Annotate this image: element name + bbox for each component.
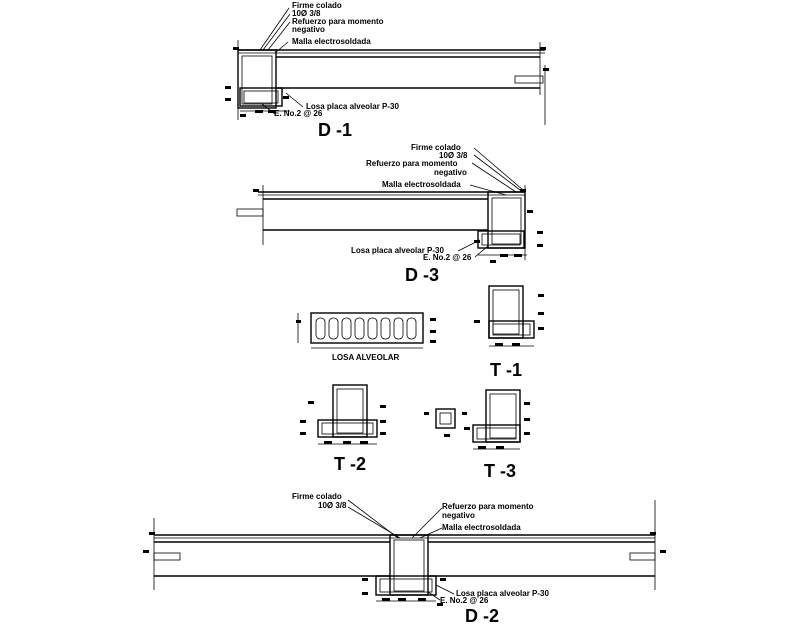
detail-losa-alveolar: LOSA ALVEOLAR	[296, 312, 436, 362]
d3-label-estribos: E. No.2 @ 26	[423, 253, 472, 262]
detail-d2: Firme colado 10Ø 3/8 Refuerzo para momen…	[143, 492, 666, 626]
title-t3: T -3	[484, 461, 516, 481]
detail-t1: T -1	[474, 285, 544, 380]
d3-label-refuerzo-2: negativo	[434, 168, 467, 177]
title-t2: T -2	[334, 454, 366, 474]
detail-t2: T -2	[300, 384, 386, 474]
d3-label-malla: Malla electrosoldada	[382, 180, 461, 189]
losa-alveolar-label: LOSA ALVEOLAR	[332, 353, 399, 362]
title-t1: T -1	[490, 360, 522, 380]
d1-label-firme-colado: Firme colado	[292, 1, 342, 10]
title-d1: D -1	[318, 120, 352, 140]
d1-label-malla: Malla electrosoldada	[292, 37, 371, 46]
d1-label-varilla: 10Ø 3/8	[292, 9, 321, 18]
d2-label-malla: Malla electrosoldada	[442, 523, 521, 532]
title-d2: D -2	[465, 606, 499, 626]
d2-label-refuerzo-1: Refuerzo para momento	[442, 502, 534, 511]
d3-label-refuerzo-1: Refuerzo para momento	[366, 159, 458, 168]
detail-t3: T -3	[464, 389, 530, 481]
detail-column-section	[424, 408, 467, 437]
detail-d1: Firme colado 10Ø 3/8 Refuerzo para momen…	[225, 1, 549, 140]
d2-label-varilla: 10Ø 3/8	[318, 501, 347, 510]
d2-label-losa-placa: Losa placa alveolar P-30	[456, 589, 549, 598]
d3-label-losa-placa: Losa placa alveolar P-30	[351, 246, 444, 255]
title-d3: D -3	[405, 265, 439, 285]
d3-label-varilla: 10Ø 3/8	[439, 151, 468, 160]
d2-label-firme-colado: Firme colado	[292, 492, 342, 501]
d2-label-estribos: E. No.2 @ 26	[440, 596, 489, 605]
d2-label-refuerzo-2: negativo	[442, 511, 475, 520]
d3-label-firme-colado: Firme colado	[411, 143, 461, 152]
d1-label-refuerzo-2: negativo	[292, 25, 325, 34]
d1-label-estribos: E. No.2 @ 26	[274, 109, 323, 118]
detail-d3: Firme colado 10Ø 3/8 Refuerzo para momen…	[236, 143, 543, 285]
d1-label-refuerzo-1: Refuerzo para momento	[292, 17, 384, 26]
d1-label-losa-placa: Losa placa alveolar P-30	[306, 102, 399, 111]
